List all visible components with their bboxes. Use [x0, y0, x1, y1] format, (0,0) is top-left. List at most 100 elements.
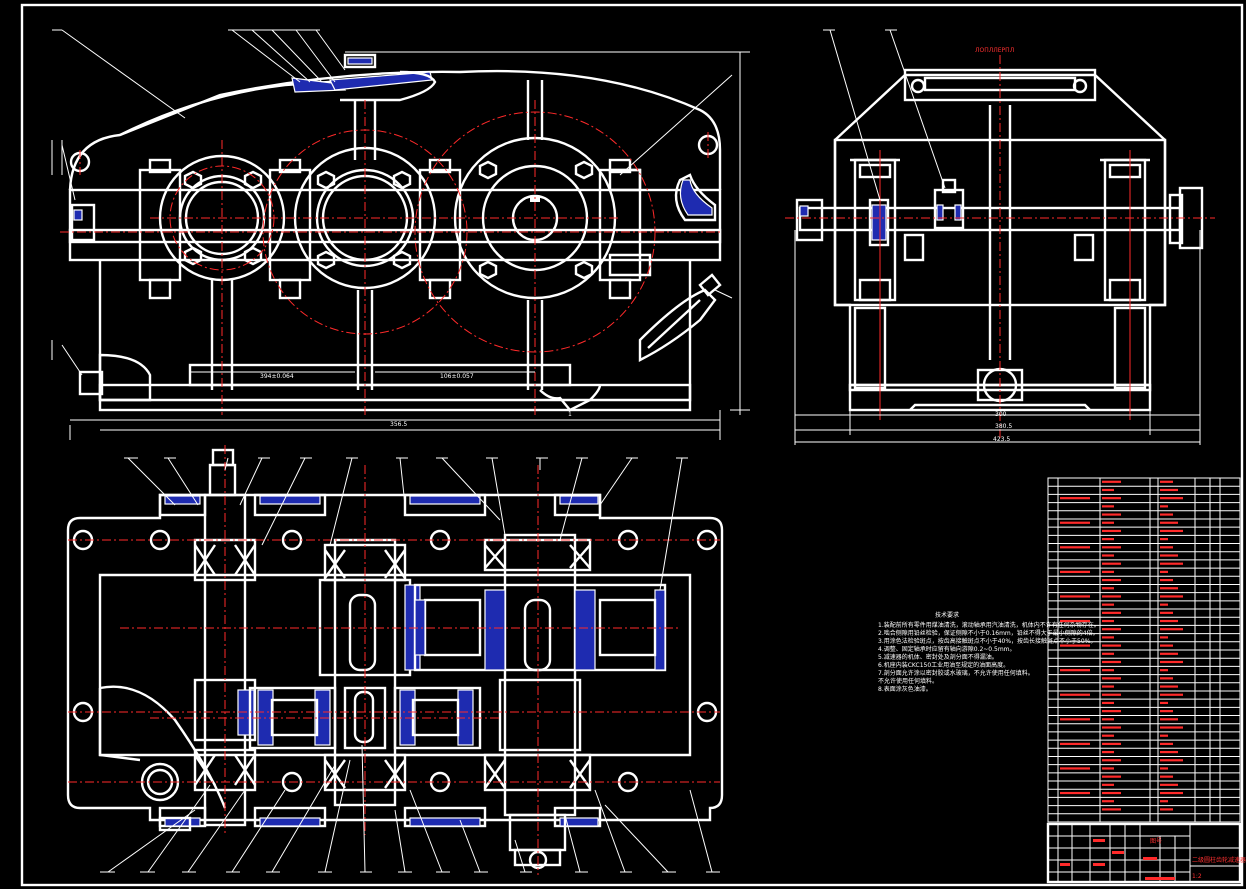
parts-list-entry-mark — [1102, 791, 1121, 795]
parts-list-entry-mark — [1160, 562, 1183, 565]
front-small-dim: 1 — [568, 411, 572, 418]
parts-list-entry-mark — [1102, 693, 1121, 696]
parts-list-entry-mark — [1160, 488, 1178, 492]
tech-line-8: 不允许使用任何填料。 — [878, 677, 938, 685]
parts-list-entry-mark — [1102, 497, 1121, 500]
parts-list-entry-mark — [1102, 554, 1114, 557]
parts-list-entry-mark — [1160, 677, 1173, 680]
parts-list-entry-mark — [1102, 775, 1121, 778]
parts-list-entry-mark — [1102, 628, 1121, 631]
parts-list — [1047, 477, 1241, 823]
parts-list-entry-mark — [1160, 595, 1183, 598]
parts-list-entry-mark — [1102, 529, 1121, 533]
tech-line-2: 2.啮合侧隙用铅丝检验，保证侧隙不小于0.16mm，铅丝不得大于最小侧隙的4倍。 — [878, 629, 1099, 637]
parts-list-entry-mark — [1160, 701, 1168, 705]
parts-list-entry-mark — [1060, 521, 1090, 524]
parts-list-entry-mark — [1160, 775, 1173, 778]
parts-list-entry-mark — [1160, 644, 1173, 647]
parts-list-entry-mark — [1060, 693, 1090, 696]
parts-list-entry-mark — [1102, 587, 1114, 590]
parts-list-entry-mark — [1160, 652, 1178, 655]
parts-list-entry-mark — [1160, 521, 1178, 524]
parts-list-entry-mark — [1102, 578, 1121, 582]
parts-list-entry-mark — [1160, 587, 1178, 590]
side-dim-1: 300 — [995, 411, 1007, 418]
parts-list-entry-mark — [1102, 726, 1121, 729]
parts-list-entry-mark — [1060, 595, 1090, 598]
parts-list-entry-mark — [1160, 538, 1168, 541]
parts-list-entry-mark — [1060, 791, 1090, 795]
parts-list-entry-mark — [1102, 808, 1121, 811]
parts-list-entry-mark — [1102, 570, 1114, 573]
parts-list-entry-mark — [1160, 742, 1173, 745]
parts-list-entry-mark — [1102, 546, 1121, 549]
parts-list-entry-mark — [1102, 595, 1121, 598]
parts-list-entry-mark — [1102, 660, 1121, 664]
parts-list-entry-mark — [1060, 742, 1090, 745]
side-view: ЛОПЛЛЕРПЛ 300 380.5 423.5 — [785, 29, 1215, 445]
front-overall-dim-label: 356.5 — [390, 421, 407, 428]
parts-list-entry-mark — [1160, 480, 1173, 483]
top-view — [66, 445, 724, 875]
parts-list-entry-mark — [1160, 619, 1178, 623]
parts-list-entry-mark — [1160, 505, 1168, 508]
side-dim-2: 380.5 — [995, 423, 1012, 430]
parts-list-entry-mark — [1160, 513, 1173, 516]
parts-list-entry-mark — [1160, 693, 1183, 696]
front-center-distance-2: 106±0.057 — [440, 373, 474, 380]
title-block-scale: 1:2 — [1192, 873, 1202, 880]
parts-list-entry-mark — [1160, 636, 1168, 639]
parts-list-entry-mark — [1102, 619, 1114, 623]
drawing-frame — [20, 3, 1244, 887]
parts-list-entry-mark — [1160, 628, 1183, 631]
parts-list-entry-mark — [1060, 767, 1090, 770]
parts-list-entry-mark — [1160, 497, 1183, 500]
parts-list-entry-mark — [1102, 800, 1114, 803]
parts-list-entry-mark — [1160, 570, 1168, 573]
parts-list-entry-mark — [1160, 750, 1178, 754]
title-block-name: 二级圆柱齿轮减速器 — [1192, 856, 1246, 864]
parts-list-entry-mark — [1102, 603, 1114, 606]
parts-list-entry-mark — [1102, 734, 1114, 737]
parts-list-entry-mark — [1060, 570, 1090, 573]
side-dim-3: 423.5 — [993, 436, 1010, 443]
parts-list-entry-mark — [1160, 669, 1168, 672]
parts-list-entry-mark — [1060, 718, 1090, 721]
parts-list-entry-mark — [1102, 783, 1114, 786]
parts-list-entry-mark — [1102, 685, 1114, 688]
front-view: 356.5 394±0.064 106±0.057 1 — [51, 29, 750, 440]
parts-list-entry-mark — [1160, 734, 1168, 737]
tech-line-1: 1.装配前所有零件用煤油清洗，滚动轴承用汽油清洗，机体内不许有任何杂物存在。 — [878, 621, 1100, 629]
parts-list-entry-mark — [1160, 710, 1173, 713]
parts-list-entry-mark — [1160, 800, 1168, 803]
parts-list-entry-mark — [1160, 808, 1173, 811]
parts-list-entry-mark — [1160, 546, 1173, 549]
parts-list-entry-mark — [1102, 652, 1114, 655]
parts-list-entry-mark — [1060, 546, 1090, 549]
parts-list-entry-mark — [1160, 529, 1183, 533]
tech-line-3: 3.用涂色法检验斑点，按齿高接触斑点不小于40%，按齿长接触斑点不小于50%。 — [878, 637, 1096, 645]
parts-list-entry-mark — [1060, 497, 1090, 500]
parts-list-entry-mark — [1160, 603, 1168, 606]
parts-list-entry-mark — [1160, 791, 1183, 795]
parts-list-entry-mark — [1102, 750, 1114, 754]
tech-line-5: 5.减速器的机体、密封处及剖分面不得漏油。 — [878, 653, 998, 661]
parts-list-entry-mark — [1102, 718, 1114, 721]
svg-text:图号: 图号 — [1150, 838, 1162, 845]
front-center-distance-1: 394±0.064 — [260, 373, 294, 380]
tech-line-6: 6.机座内装CKC150工业用油至规定的油面高度。 — [878, 661, 1009, 669]
tech-line-9: 8.表面涂灰色油漆。 — [878, 685, 932, 693]
parts-list-entry-mark — [1102, 701, 1114, 705]
parts-list-entry-mark — [1102, 505, 1114, 508]
side-view-caption: ЛОПЛЛЕРПЛ — [975, 47, 1014, 54]
parts-list-entry-mark — [1160, 759, 1183, 762]
parts-list-entry-mark — [1102, 767, 1114, 770]
parts-list-entry-mark — [1060, 619, 1090, 623]
parts-list-entry-mark — [1160, 783, 1178, 786]
parts-list-entry-mark — [1102, 636, 1114, 639]
parts-list-entry-mark — [1102, 677, 1121, 680]
parts-list-entry-mark — [1102, 644, 1121, 647]
parts-list-entry-mark — [1102, 669, 1114, 672]
parts-list-entry-mark — [1160, 660, 1183, 664]
